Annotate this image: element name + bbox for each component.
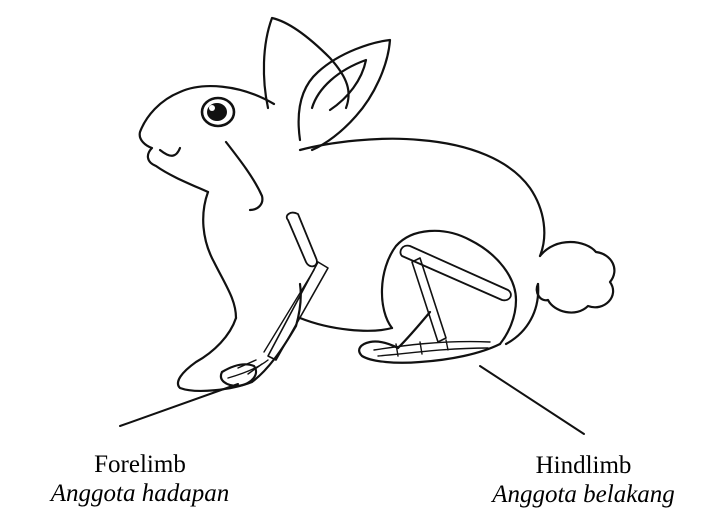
forelimb-label-malay: Anggota hadapan <box>40 480 240 509</box>
rabbit-hindfoot <box>359 341 500 362</box>
hindlimb-pointer-line <box>480 366 584 434</box>
forelimb-pointer-line <box>120 384 238 426</box>
rabbit-ear-back <box>264 18 349 108</box>
hindlimb-femur <box>400 246 510 301</box>
rabbit-cheek <box>226 142 262 210</box>
rabbit-mouth <box>160 148 180 156</box>
rabbit-tail <box>537 242 615 313</box>
forelimb-radius-ulna <box>268 262 328 360</box>
rabbit-eye-highlight <box>209 105 215 111</box>
forelimb-ulna-line <box>264 270 314 352</box>
rabbit-ear-front <box>299 40 390 150</box>
rabbit-eye-pupil <box>207 103 227 121</box>
rabbit-back <box>300 139 544 256</box>
forelimb-label-english: Forelimb <box>40 451 240 480</box>
forelimb-label: Forelimb Anggota hadapan <box>40 451 240 509</box>
hindlimb-tibia <box>412 258 446 342</box>
rabbit-chest <box>203 192 236 318</box>
rabbit-hock <box>398 312 430 348</box>
hindlimb-label-malay: Anggota belakang <box>466 481 701 510</box>
hindlimb-label: Hindlimb Anggota belakang <box>466 452 701 510</box>
rabbit-belly <box>300 318 392 331</box>
forelimb-digits <box>228 360 268 378</box>
hindlimb-label-english: Hindlimb <box>466 452 701 481</box>
forelimb-humerus <box>287 213 317 267</box>
